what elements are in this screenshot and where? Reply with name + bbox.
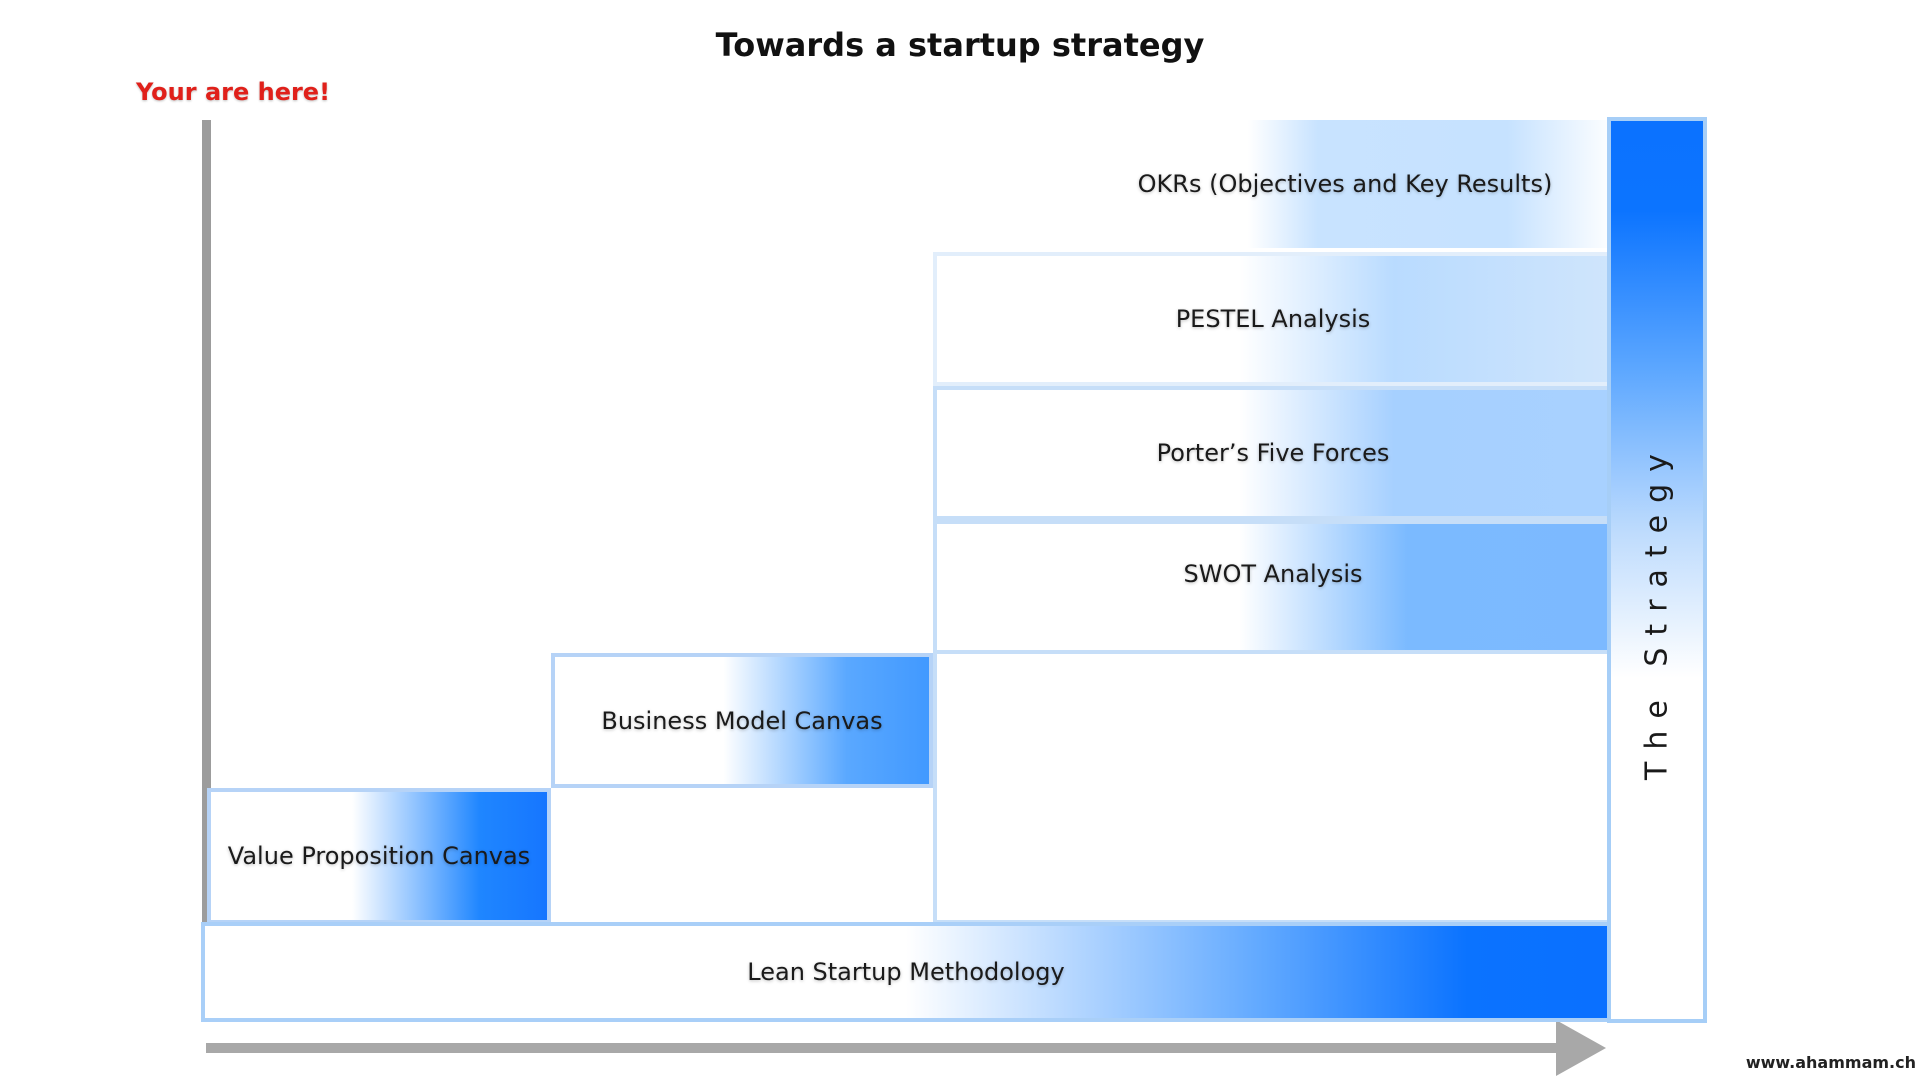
step-okrs-label: OKRs (Objectives and Key Results): [1137, 170, 1553, 198]
step-pestel-analysis: PESTEL Analysis: [933, 252, 1613, 386]
step-value-proposition-canvas: Value Proposition Canvas: [207, 788, 551, 924]
footer-url: www.ahammam.ch: [1745, 1053, 1916, 1072]
step-pestel-label: PESTEL Analysis: [1175, 305, 1371, 333]
horizontal-axis: [206, 1043, 1562, 1053]
step-porter-label: Porter’s Five Forces: [1156, 439, 1390, 467]
strategy-bar: The Strategy: [1607, 117, 1707, 1023]
step-swot-analysis: SWOT Analysis: [933, 520, 1613, 654]
step-business-model-canvas: Business Model Canvas: [551, 653, 933, 788]
arrow-right-icon: [1556, 1020, 1606, 1076]
step-lean-startup-methodology: Lean Startup Methodology: [201, 922, 1611, 1022]
step-lean-label: Lean Startup Methodology: [747, 958, 1065, 986]
step-bmc-label: Business Model Canvas: [601, 706, 883, 735]
strategy-label: The Strategy: [1639, 442, 1675, 780]
step-vpc-label: Value Proposition Canvas: [227, 842, 531, 870]
you-are-here-marker: Your are here!: [136, 78, 331, 106]
step-swot-label: SWOT Analysis: [1183, 560, 1363, 588]
vertical-axis: [202, 120, 211, 1020]
diagram-title: Towards a startup strategy: [715, 26, 1205, 64]
step-okrs: OKRs (Objectives and Key Results): [1075, 120, 1615, 248]
step-porters-five-forces: Porter’s Five Forces: [933, 386, 1613, 520]
